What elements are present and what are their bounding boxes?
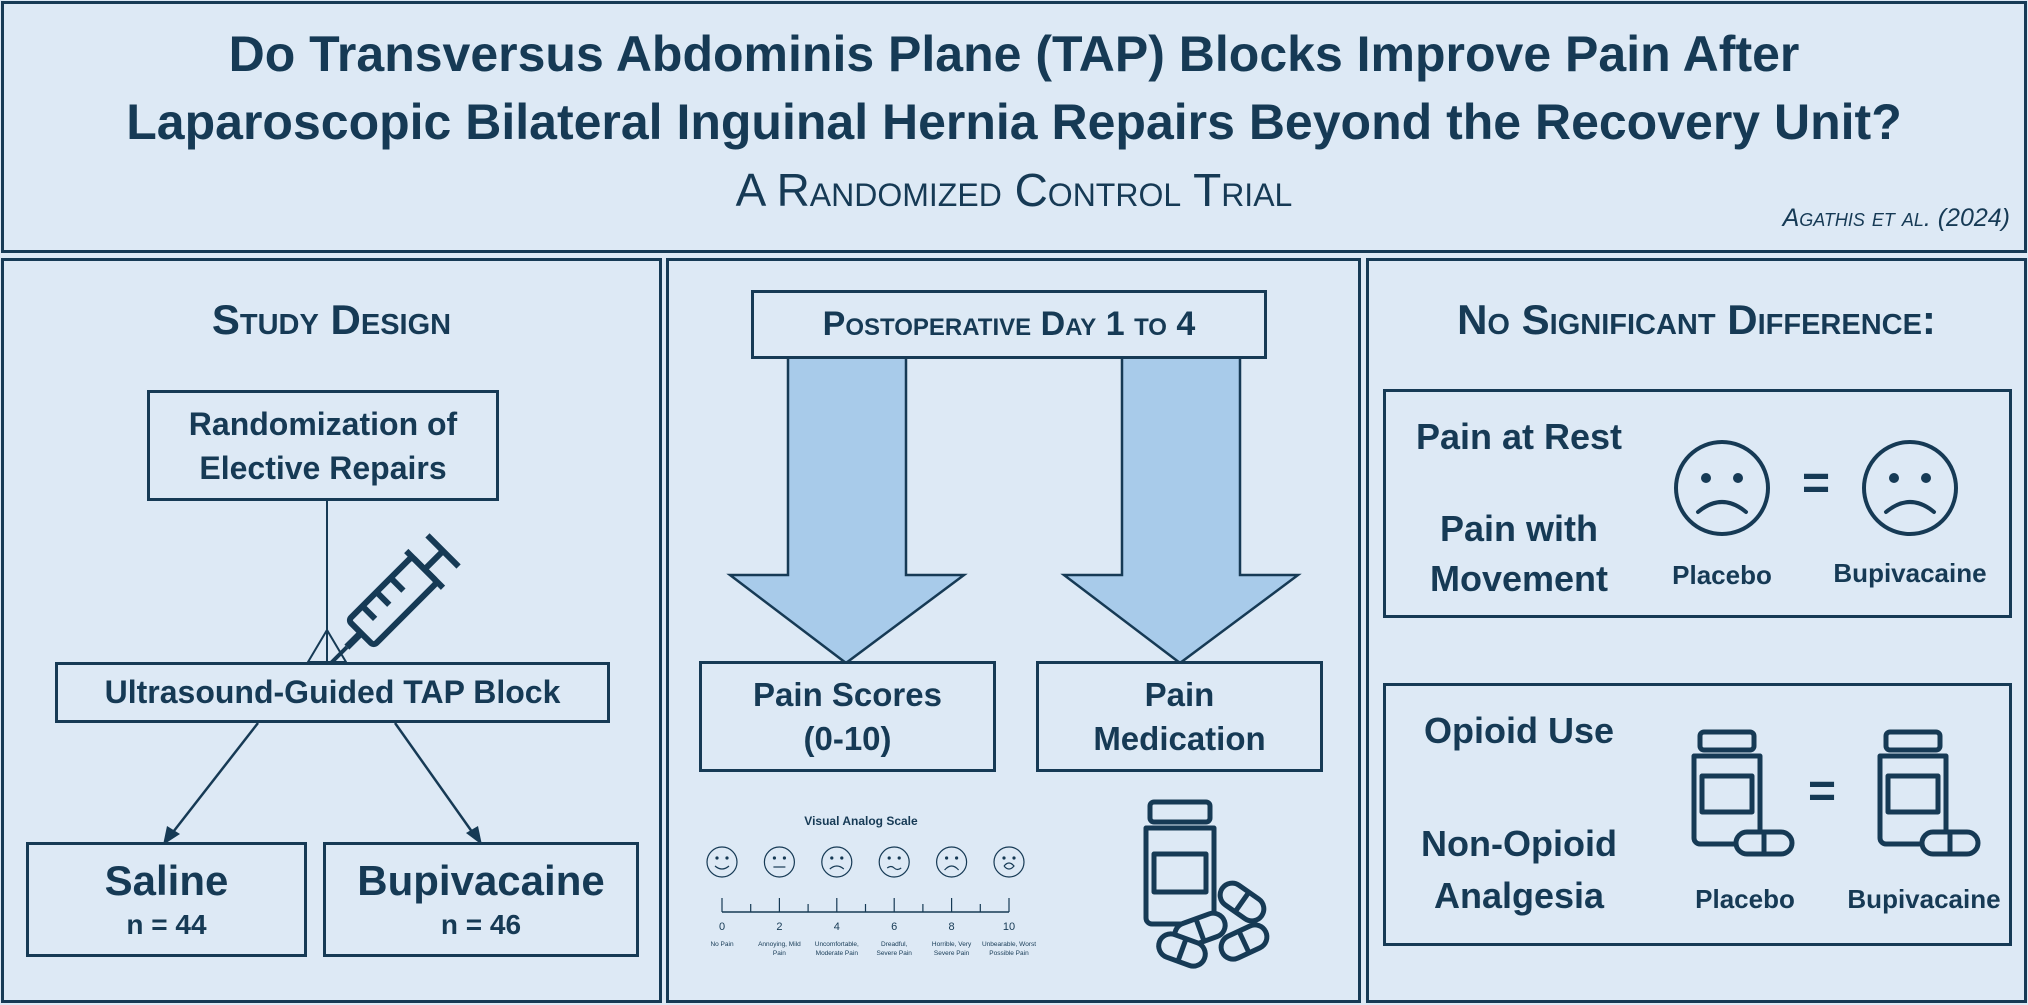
vas-descriptor: Severe Pain <box>876 950 912 957</box>
vas-face-icon <box>706 846 738 878</box>
saline-arm-n: n = 44 <box>126 908 207 940</box>
randomization-line-2: Elective Repairs <box>199 449 447 486</box>
pain-medication-line-1: Pain <box>1144 675 1215 713</box>
vas-face-icon <box>993 846 1025 878</box>
vas-tick-label: 2 <box>776 921 782 933</box>
randomization-box: Randomization of Elective Repairs <box>147 390 499 501</box>
vas-descriptor: Uncomfortable, <box>815 941 859 948</box>
vas-face-icon <box>878 846 910 878</box>
down-arrow-right <box>1060 353 1302 665</box>
pain-movement-line-1: Pain with <box>1439 508 1598 549</box>
pain-movement-line-2: Movement <box>1429 558 1609 599</box>
results-heading: No Significant Difference: <box>1457 296 1936 343</box>
study-design-heading: Study Design <box>211 296 452 343</box>
vas-face-icon <box>821 846 853 878</box>
postop-day-label: Postoperative Day 1 to 4 <box>822 305 1196 343</box>
pain-scores-line-2: (0-10) <box>803 719 892 757</box>
vas-descriptor: Moderate Pain <box>816 950 859 957</box>
vas-face-icon <box>936 846 968 878</box>
tap-block-label: Ultrasound-Guided TAP Block <box>104 674 561 710</box>
sad-face-icon <box>1862 440 1958 536</box>
header-panel <box>1 1 2027 253</box>
sad-face-icon <box>1674 440 1770 536</box>
pain-scores-box: Pain Scores (0-10) <box>699 661 996 772</box>
pill-bottle-icon <box>1691 729 1795 857</box>
vas-descriptor: No Pain <box>710 941 734 948</box>
vas-descriptor: Annoying, Mild <box>758 941 801 948</box>
saline-arm-name: Saline <box>104 856 229 904</box>
pills-icon <box>1156 880 1270 969</box>
saline-arm-box: Saline n = 44 <box>26 842 307 957</box>
pain-medication-line-2: Medication <box>1093 719 1266 757</box>
syringe-icon <box>324 533 461 670</box>
bupivacaine-arm-n: n = 46 <box>440 908 522 940</box>
vas-tick-label: 6 <box>891 921 897 933</box>
pain-movement-label: Pain with Movement <box>1392 504 1646 604</box>
tap-block-box: Ultrasound-Guided TAP Block <box>55 662 610 723</box>
non-opioid-label: Non-Opioid Analgesia <box>1392 818 1646 922</box>
opioid-placebo-label: Placebo <box>1695 884 1795 914</box>
vas-descriptor: Possible Pain <box>989 950 1029 957</box>
pill-bottle-icon <box>1877 729 1981 857</box>
opioid-use-label: Opioid Use <box>1423 710 1615 751</box>
vas-descriptor: Dreadful, <box>881 941 908 948</box>
pain-scores-line-1: Pain Scores <box>753 675 942 713</box>
pain-equals-sign: = <box>1801 457 1831 510</box>
vas-descriptor: Pain <box>773 950 786 957</box>
opioid-bupivacaine-label: Bupivacaine <box>1847 884 2001 914</box>
title-line-2: Laparoscopic Bilateral Inguinal Hernia R… <box>126 94 1902 150</box>
pain-bupivacaine-label: Bupivacaine <box>1833 558 1987 588</box>
outcomes-panel <box>666 258 1361 1003</box>
citation: Agathis et al. (2024) <box>1782 204 2010 232</box>
vas-descriptor: Unbearable, Worst <box>982 941 1036 948</box>
vas-tick-label: 4 <box>834 921 840 933</box>
title-line-1: Do Transversus Abdominis Plane (TAP) Blo… <box>228 26 1800 82</box>
vas-tick-label: 0 <box>719 921 725 933</box>
non-opioid-line-1: Non-Opioid <box>1421 823 1617 864</box>
bupivacaine-arm-box: Bupivacaine n = 46 <box>323 842 639 957</box>
bupivacaine-arm-name: Bupivacaine <box>357 856 605 904</box>
vas-face-icon <box>763 846 796 878</box>
vas-descriptor: Severe Pain <box>934 950 970 957</box>
vas-descriptor: Horrible, Very <box>932 941 972 948</box>
randomization-line-1: Randomization of <box>188 405 458 442</box>
pain-medication-box: Pain Medication <box>1036 661 1323 772</box>
opioid-equals-sign: = <box>1807 765 1837 818</box>
postop-day-box: Postoperative Day 1 to 4 <box>751 290 1267 359</box>
vas-tick-label: 10 <box>1003 921 1015 933</box>
subtitle: A Randomized Control Trial <box>735 164 1293 216</box>
vas-tick-label: 8 <box>949 921 955 933</box>
pain-placebo-label: Placebo <box>1672 560 1772 590</box>
non-opioid-line-2: Analgesia <box>1433 875 1605 916</box>
pain-at-rest-label: Pain at Rest <box>1415 416 1623 457</box>
vas-title: Visual Analog Scale <box>804 814 918 828</box>
down-arrow-left <box>726 353 968 665</box>
